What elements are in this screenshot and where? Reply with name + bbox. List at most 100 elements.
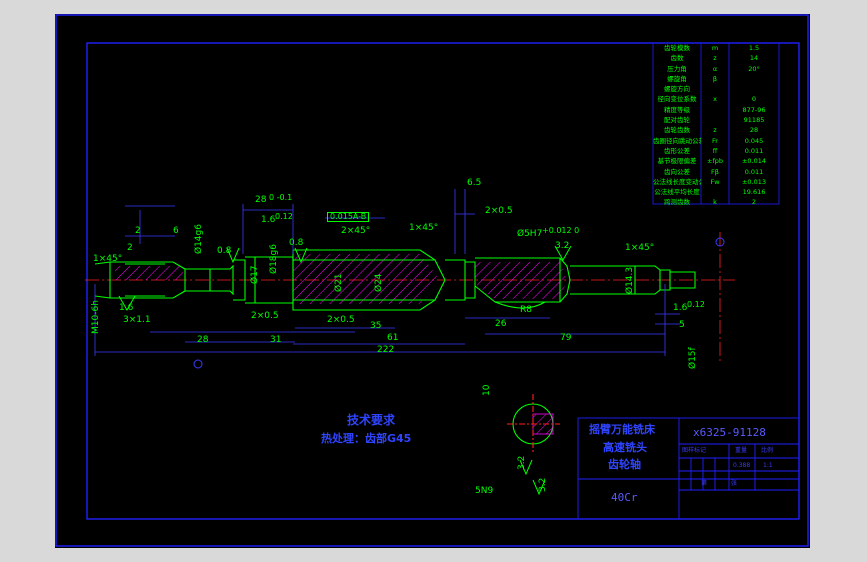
param-cell: 20° (748, 64, 760, 73)
runout-callout: 0.015A-B (327, 212, 370, 222)
param-cell: 齿轮模数 (664, 44, 690, 52)
inner-frame (86, 42, 800, 520)
dim-0-8b: 0.8 (289, 238, 304, 248)
param-row: 精度等级 877-96 (653, 105, 779, 115)
section-hatch (115, 254, 567, 304)
param-cell: β (712, 74, 718, 83)
dim-17: Ø17 (250, 265, 260, 284)
param-cell: z (713, 54, 717, 63)
dim-1-6-top: 1.6 (261, 215, 276, 225)
dim-r8: R8 (520, 305, 532, 315)
dim-3x1-1: 3×1.1 (123, 315, 151, 325)
param-cell: 公法线长度变动公差 (653, 177, 701, 186)
param-cell (729, 84, 779, 94)
dim-2x0-5-b: 2×0.5 (327, 315, 355, 325)
param-cell: 螺旋角 (667, 74, 687, 83)
param-table-grid (652, 42, 780, 205)
title-line1: 摇臂万能铣床 (589, 423, 655, 436)
param-cell: α (712, 64, 718, 73)
param-cell: 齿向公差 (664, 167, 690, 176)
weight-label: 重量 (735, 447, 748, 454)
ratio-value: 1:1 (763, 462, 773, 469)
param-cell: ±0.013 (741, 177, 767, 186)
param-cell: 螺旋方向 (664, 85, 690, 94)
param-cell: 1.5 (748, 44, 760, 52)
param-cell: 14 (749, 54, 759, 63)
param-cell: ff (712, 146, 718, 155)
param-cell: 91185 (743, 116, 765, 125)
param-cell (701, 187, 729, 197)
param-cell: 齿圈径向跳动公差 (653, 136, 701, 145)
param-cell: 齿轮齿数 (664, 126, 690, 135)
title-line2: 高速铣头 (603, 441, 647, 454)
dim-79: 79 (560, 333, 572, 343)
roughness-symbols (118, 245, 572, 496)
ratio-label: 比例 (761, 447, 774, 454)
param-cell: z (713, 126, 717, 135)
scale-mark-label: 图样标记 (682, 447, 707, 454)
dim-14g6: Ø14g6 (194, 224, 204, 254)
param-cell (701, 115, 729, 125)
dim-6: 6 (173, 226, 179, 236)
dim-6-5: 6.5 (467, 178, 482, 188)
param-cell: k (713, 198, 717, 207)
param-row: 压力角 α 20° (653, 64, 779, 74)
title-line3: 齿轮轴 (608, 458, 641, 471)
param-cell: 跨测齿数 (664, 198, 690, 207)
drawing-number: x6325-91128 (693, 426, 766, 439)
param-cell: 径向变位系数 (657, 95, 697, 104)
param-cell: 精度等级 (664, 105, 690, 114)
dim-31: 31 (270, 335, 282, 345)
material: 40Cr (611, 491, 638, 504)
param-cell: 19.616 (742, 188, 766, 197)
outer-frame (55, 14, 809, 547)
weight-value: 0.388 (733, 462, 751, 469)
dim-5h7-tol: +0.012 0 (542, 226, 580, 235)
dim-24: Ø24 (374, 273, 384, 292)
dim-1-6-top-sub: 0.12 (275, 212, 293, 221)
dim-1x45-mid: 1×45° (409, 223, 439, 233)
drawing-canvas (55, 14, 809, 547)
dim-2x45: 2×45° (341, 226, 371, 236)
dim-61: 61 (387, 333, 399, 343)
dim-18g6: Ø18g6 (269, 244, 279, 274)
dim-2-left: 2 (127, 243, 133, 253)
dim-14-3: Ø14.3 (625, 266, 635, 294)
title-block-grid (577, 417, 800, 520)
dim-15f: Ø15f (688, 347, 698, 369)
param-cell: 877-96 (742, 105, 766, 114)
dim-5n9: 5N9 (475, 486, 494, 496)
param-cell: Fβ (711, 167, 719, 176)
param-cell: Fw (710, 177, 720, 186)
dim-35: 35 (370, 321, 382, 331)
dim-0-8a: 0.8 (217, 246, 232, 256)
dim-1-6-right-sub: 0.12 (687, 300, 705, 309)
dim-3-2: 3.2 (555, 241, 570, 251)
param-cell: ±0.014 (741, 157, 767, 166)
param-row: 基节极限偏差±fpb±0.014 (653, 156, 779, 166)
tech-req-line1: 热处理：齿部G45 (321, 432, 412, 445)
datum-marks (193, 237, 725, 369)
dim-3-2b: 3.2 (517, 455, 527, 470)
dim-28-tol: 0 -0.1 (269, 193, 293, 202)
param-cell: Fr (712, 136, 718, 145)
param-cell: 压力角 (667, 64, 687, 73)
dim-2x0-5-top: 2×0.5 (485, 206, 513, 216)
section-view (507, 394, 560, 454)
sheet-label: 张 (731, 480, 738, 487)
dim-1-6-right: 1.6 (673, 303, 688, 313)
dim-5: 5 (679, 320, 685, 330)
dim-222: 222 (377, 345, 395, 355)
param-cell (729, 74, 779, 84)
param-cell: ±fpb (707, 157, 723, 166)
